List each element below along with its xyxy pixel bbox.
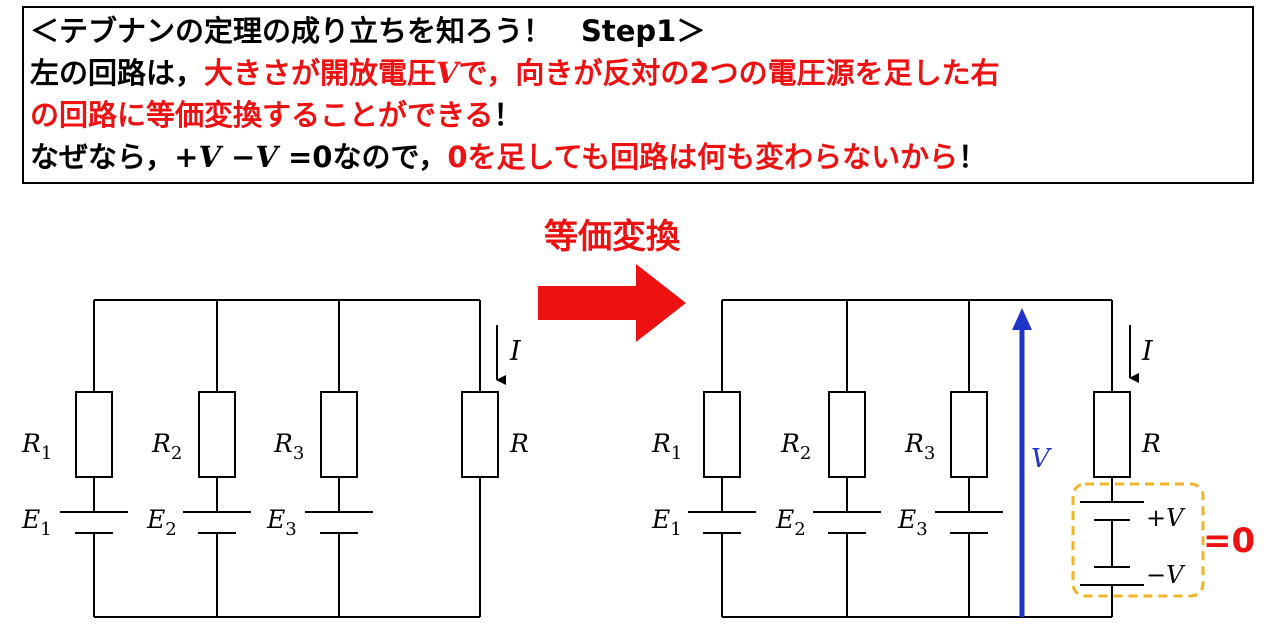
right-label-r1-sub: 1 [671,443,682,464]
line3-red: の回路に等価変換することができる [30,98,494,132]
line4-suffix: ！ [958,140,988,174]
left-label-e3-main: E [266,505,285,534]
left-label-e1-sub: 1 [40,519,51,540]
right-label-e3: E3 [897,505,928,540]
line3-suffix: ！ [493,98,523,132]
right-labels: R1 R2 R3 R E1 E2 E3 I +V −V [651,336,1186,589]
left-label-r-main: R [509,429,529,458]
line4-red: 0を足しても回路は何も変わらないから [447,140,959,174]
right-label-e2: E2 [775,505,806,540]
left-label-r1-main: R [21,429,41,458]
right-label-r3-main: R [904,429,924,458]
right-label-e3-main: E [897,505,916,534]
right-label-r2-sub: 2 [800,443,811,464]
added-sources-dashed-box [1071,482,1205,598]
right-resistor-r2 [828,391,866,478]
line4-minus-v: −V [231,140,278,174]
left-label-e3: E3 [266,505,297,540]
left-labels: R1 R2 R3 R E1 E2 E3 I [21,336,529,540]
left-label-e1: E1 [21,505,52,540]
right-label-current: I [1141,336,1154,367]
left-resistor-r1 [75,391,113,478]
left-circuit [60,299,506,618]
transform-arrow [538,264,686,342]
right-label-r-main: R [1141,429,1161,458]
line4-plus-v: +V [174,140,221,174]
right-label-r1: R1 [651,429,682,464]
left-resistor-r [461,391,499,478]
right-resistor-r1 [703,391,741,478]
left-label-r1: R1 [21,429,52,464]
left-label-r1-sub: 1 [41,443,52,464]
left-label-r: R [509,429,529,458]
right-label-e3-sub: 3 [916,519,927,540]
left-label-r3: R3 [273,429,304,464]
left-label-r2-main: R [151,429,171,458]
left-label-r2-sub: 2 [171,443,182,464]
right-label-r2-main: R [780,429,800,458]
header-line-2: 左の回路は，大きさが開放電圧Vで，向きが反対の2つの電圧源を足した右 [30,52,1246,94]
header-line-3: の回路に等価変換することができる！ [30,94,1246,136]
open-voltage-arrow-head [1012,308,1032,330]
left-label-r3-sub: 3 [293,443,304,464]
right-label-plus-v: +V [1146,504,1186,532]
line4-equals-zero: =0なので， [287,140,448,174]
left-label-r3-main: R [273,429,293,458]
left-label-e2-main: E [146,505,165,534]
right-resistor-r [1093,391,1131,478]
line2-red-v: V [436,56,459,90]
header-line-4: なぜなら，+V −V =0なので，0を足しても回路は何も変わらないから！ [30,136,1246,178]
line4-prefix: なぜなら， [30,140,175,174]
left-label-current: I [509,336,522,367]
line2-red-a: 大きさが開放電圧 [204,56,437,90]
right-circuit [688,299,1144,618]
right-label-r3-sub: 3 [924,443,935,464]
right-label-r: R [1141,429,1161,458]
open-voltage-label: V [1031,444,1052,474]
line2-red-b: で，向きが反対の2つの電圧源を足した右 [458,56,1000,90]
right-label-r1-main: R [651,429,671,458]
left-label-e2-sub: 2 [165,519,176,540]
left-label-e1-main: E [21,505,40,534]
header-box: ＜テブナンの定理の成り立ちを知ろう！ Step1＞ 左の回路は，大きさが開放電圧… [22,6,1254,184]
right-label-e1: E1 [651,505,682,540]
line2-prefix: 左の回路は， [30,56,205,90]
right-label-r3: R3 [904,429,935,464]
right-resistor-r3 [950,391,988,478]
right-label-e1-sub: 1 [670,519,681,540]
right-label-e2-sub: 2 [794,519,805,540]
zero-sum-label: =0 [1203,521,1255,561]
left-label-r2: R2 [151,429,182,464]
left-resistor-r3 [320,391,358,478]
right-label-e2-main: E [775,505,794,534]
left-resistor-r2 [198,391,236,478]
left-label-e2: E2 [146,505,177,540]
left-label-e3-sub: 3 [285,519,296,540]
right-label-e1-main: E [651,505,670,534]
equivalent-transform-label: 等価変換 [544,217,681,257]
right-label-r2: R2 [780,429,811,464]
right-label-minus-v: −V [1146,561,1186,589]
header-line-1: ＜テブナンの定理の成り立ちを知ろう！ Step1＞ [30,14,706,48]
